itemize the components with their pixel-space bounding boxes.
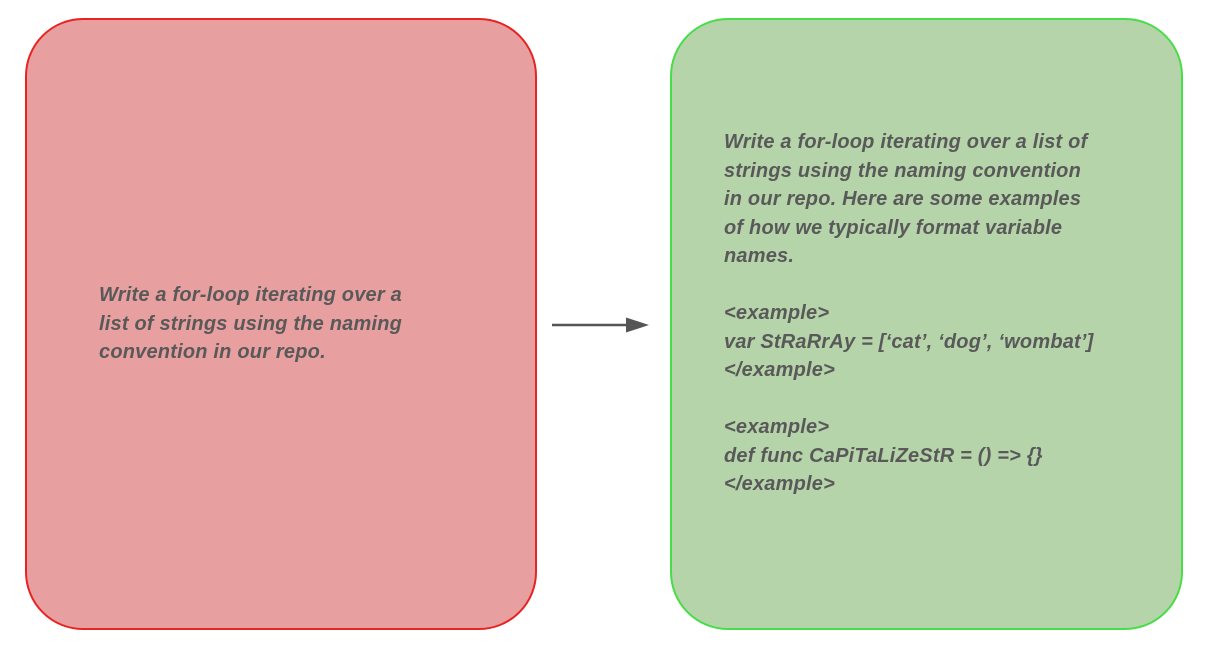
arrow-right-icon [548, 310, 654, 340]
prompt-text-before: Write a for-loop iterating over a list o… [99, 284, 403, 364]
prompt-box-before: Write a for-loop iterating over a list o… [25, 18, 537, 630]
prompt-text-after: Write a for-loop iterating over a list o… [724, 131, 1094, 495]
prompt-box-after: Write a for-loop iterating over a list o… [670, 18, 1183, 630]
